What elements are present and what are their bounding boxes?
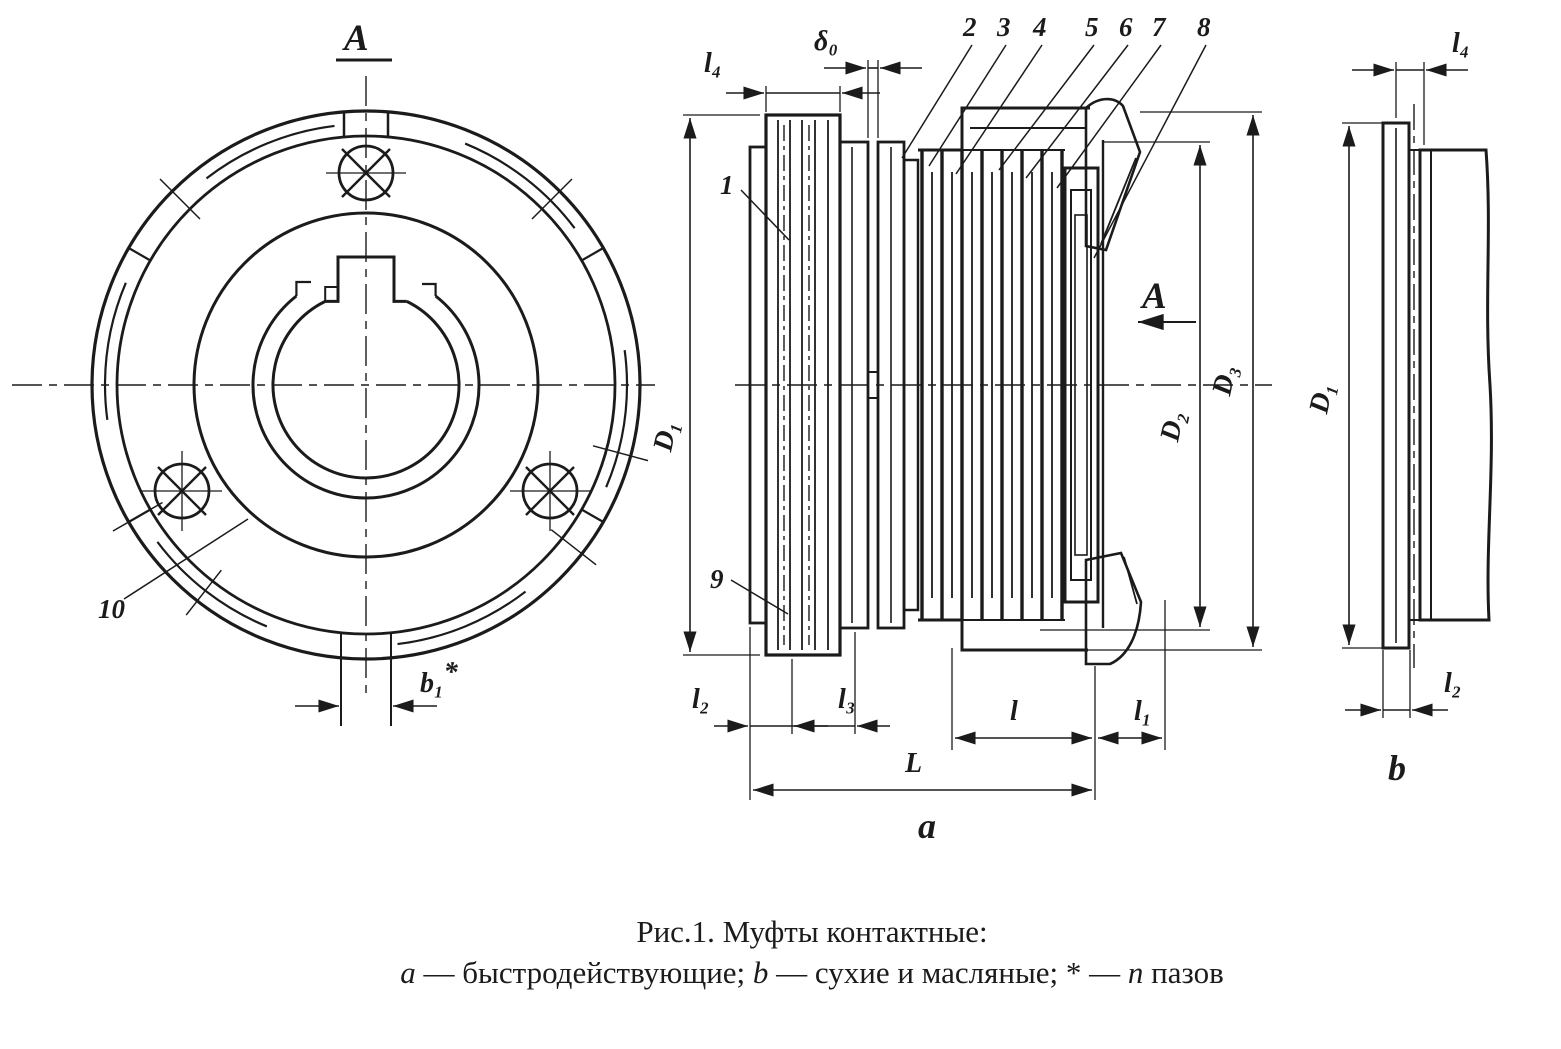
svg-text:l₂: l₂	[1444, 668, 1462, 699]
dim-l2-l3: l₂ l₃	[692, 627, 890, 800]
caption-line2: a — быстродействующие; b — сухие и масля…	[400, 954, 1224, 990]
dim-l4: l₄	[704, 48, 880, 112]
svg-text:D₂: D₂	[1154, 408, 1191, 445]
svg-text:l₄: l₄	[704, 48, 722, 79]
dim-D3: D₃	[1040, 111, 1262, 651]
svg-text:l₄: l₄	[1452, 28, 1470, 59]
dim-D2: D₂	[1040, 141, 1210, 631]
section-view-a: A 1 9 2 3 4 5 6 7 8	[647, 12, 1272, 846]
part-leaders	[730, 44, 1207, 615]
sleeve	[902, 158, 920, 612]
dim-L: L	[753, 748, 1092, 797]
bore-circle	[271, 300, 461, 480]
svg-text:2: 2	[962, 12, 977, 42]
plate-stack	[918, 127, 1085, 621]
screw-top	[326, 144, 406, 202]
svg-text:l₂: l₂	[692, 684, 710, 715]
svg-text:6: 6	[1119, 12, 1133, 42]
dim-l-l1: l l₁	[951, 600, 1166, 800]
ring-groove-segments	[103, 122, 629, 648]
front-view: b₁* 10 A	[12, 18, 655, 726]
svg-text:D₃: D₃	[1206, 362, 1243, 399]
svg-text:D₁: D₁	[647, 418, 684, 455]
part-label-10: 10	[98, 594, 126, 624]
hub-block	[1418, 148, 1493, 622]
side-view-b: l₄ D₁ l₂ b	[1303, 28, 1493, 788]
friction-disc	[1381, 121, 1411, 650]
caption-line1: Рис.1. Муфты контактные:	[636, 914, 988, 949]
hub-arc	[251, 294, 481, 500]
svg-text:l₁: l₁	[1134, 696, 1152, 727]
svg-text:L: L	[904, 748, 922, 779]
ring-inner-circle	[115, 134, 617, 636]
svg-text:3: 3	[996, 12, 1011, 42]
view-a-marker: A	[342, 18, 369, 59]
middle-circle	[192, 211, 540, 559]
dim-side-D1: D₁	[1303, 122, 1383, 649]
housing-bottom	[918, 618, 1088, 652]
svg-text:l: l	[1010, 696, 1018, 727]
figure-caption: Рис.1. Муфты контактные: a — быстродейст…	[400, 912, 1223, 994]
housing-lug-top	[1084, 97, 1142, 252]
pressure-plate	[1063, 166, 1100, 604]
leader-10	[123, 518, 249, 600]
sublabel-a: a	[918, 806, 936, 846]
hub-left	[838, 140, 870, 630]
svg-text:δ₀: δ₀	[814, 26, 838, 57]
svg-text:8: 8	[1197, 12, 1211, 42]
svg-text:l₃: l₃	[838, 684, 856, 715]
dim-delta0: δ₀	[814, 26, 922, 138]
keyway	[325, 255, 407, 303]
housing-lug-bottom	[1084, 551, 1143, 666]
svg-text:4: 4	[1032, 12, 1047, 42]
dim-D1: D₁	[647, 114, 760, 656]
sublabel-b: b	[1388, 748, 1406, 788]
svg-text:5: 5	[1085, 12, 1099, 42]
outer-circle	[90, 109, 642, 661]
svg-text:9: 9	[710, 564, 724, 594]
dim-b1-label: b₁*	[420, 657, 459, 699]
view-arrow-label: A	[1140, 276, 1167, 317]
ring-tick-marks	[112, 178, 649, 616]
svg-text:1: 1	[720, 170, 734, 200]
screw-lower-right	[510, 451, 590, 531]
dim-side-l2: l₂	[1345, 650, 1462, 718]
dim-side-l4: l₄	[1352, 28, 1470, 145]
svg-text:7: 7	[1152, 12, 1167, 42]
svg-text:D₁: D₁	[1303, 380, 1340, 417]
part-numbers: 1 9 2 3 4 5 6 7 8	[710, 12, 1211, 594]
screw-lower-left	[142, 451, 222, 531]
